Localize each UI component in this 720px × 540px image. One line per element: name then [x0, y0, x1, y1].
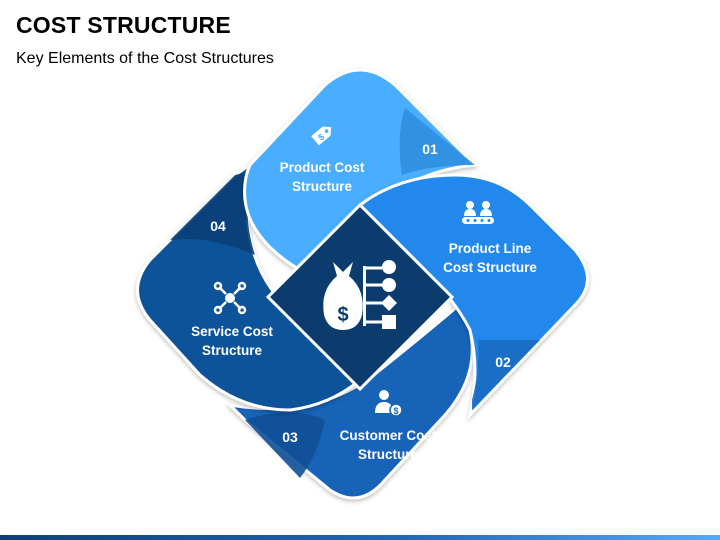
segment-01[interactable]: 01 Product Cost Structure $: [243, 68, 479, 272]
segment-02-number: 02: [495, 354, 511, 370]
segment-04[interactable]: 04 Service Cost Structure: [136, 161, 363, 412]
customer-dollar-icon: $: [375, 390, 403, 417]
segment-04-number: 04: [210, 218, 226, 234]
segment-02-number-tab: [472, 340, 540, 410]
svg-text:$: $: [316, 132, 326, 143]
bottom-accent-bar: [0, 535, 720, 540]
service-gear-icon: [213, 281, 247, 315]
svg-text:$: $: [393, 406, 398, 416]
center-hub: $: [265, 202, 455, 392]
segment-01-number-tab: [399, 108, 475, 175]
segment-02[interactable]: 02 Product Line Cost Structure: [357, 173, 589, 420]
segment-04-number-tab: [170, 174, 255, 255]
segment-03-number-tab: [245, 412, 325, 478]
segment-01-label-line1: Product Cost: [280, 160, 365, 175]
segment-01-number: 01: [422, 141, 438, 157]
segment-04-label-line2: Structure: [202, 343, 263, 358]
production-line-icon: [462, 201, 494, 224]
money-bag-flow-icon: $: [323, 260, 397, 330]
segment-02-label-line1: Product Line: [449, 241, 532, 256]
segment-03-label-line2: Structure: [358, 447, 419, 462]
page-subtitle: Key Elements of the Cost Structures: [16, 50, 274, 67]
segment-03-number: 03: [282, 429, 298, 445]
page-title: COST STRUCTURE: [16, 12, 231, 38]
price-tag-icon: $: [311, 126, 332, 146]
segment-01-label-line2: Structure: [292, 179, 353, 194]
segment-03-label-line1: Customer Cost: [340, 428, 437, 443]
svg-text:$: $: [337, 304, 348, 326]
segment-02-label-line2: Cost Structure: [443, 260, 537, 275]
segment-04-label-line1: Service Cost: [191, 324, 273, 339]
